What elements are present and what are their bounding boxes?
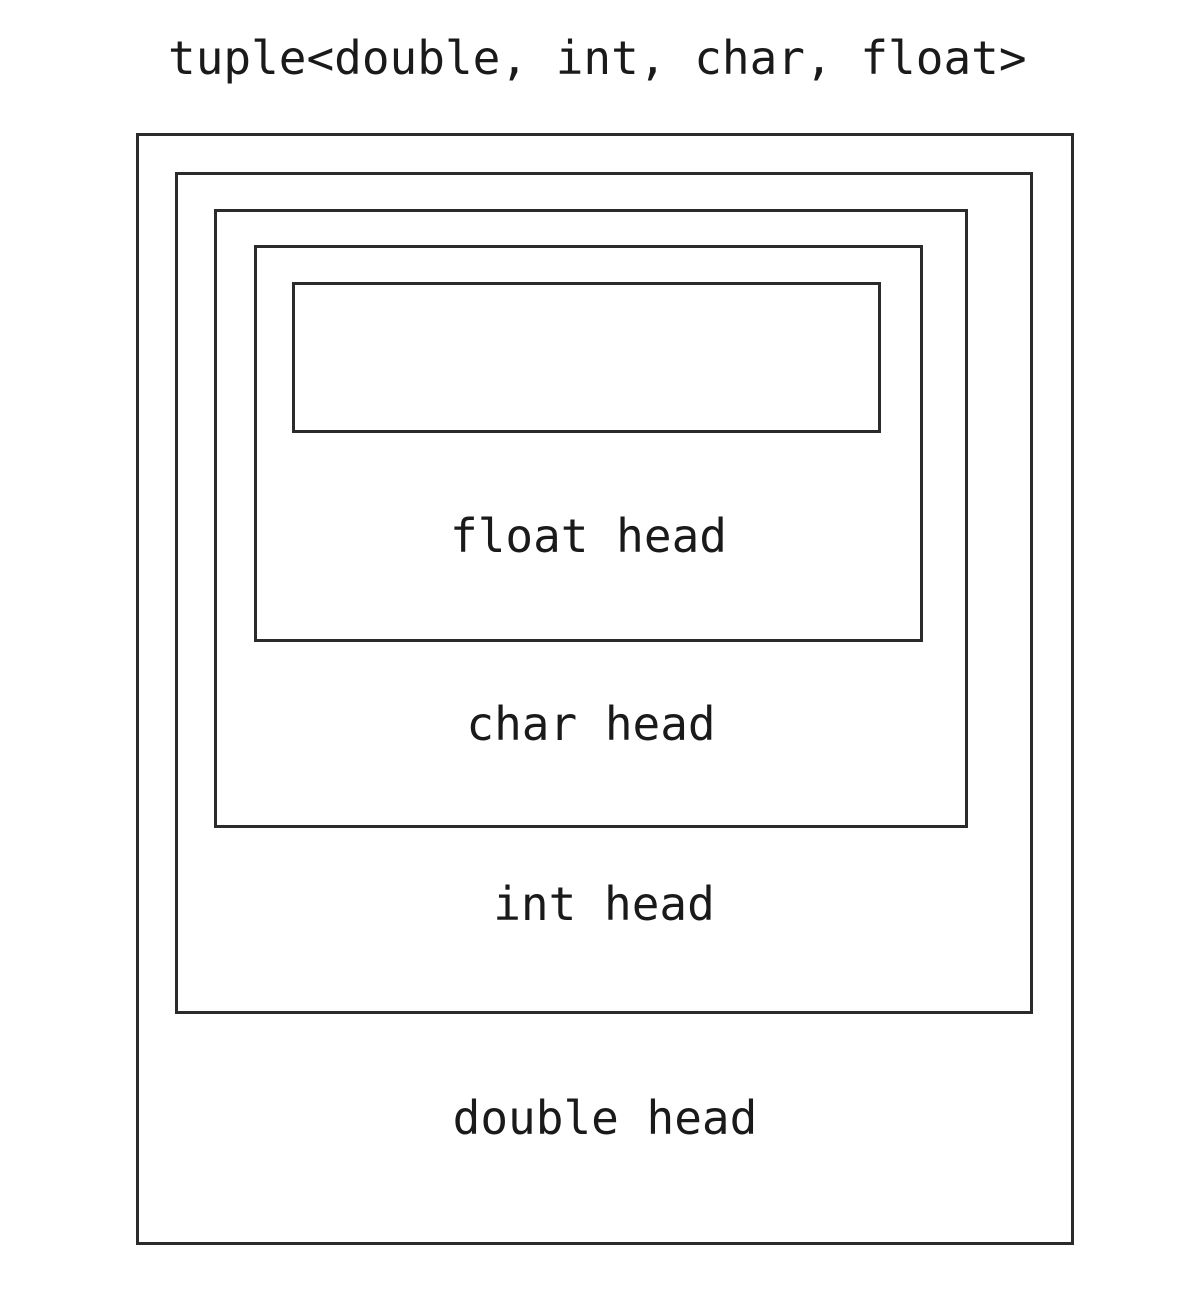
int-layer-box (175, 172, 1033, 1014)
int-head-label: int head (493, 877, 715, 931)
char-layer-box (214, 209, 968, 828)
float-head-label: float head (450, 509, 727, 563)
double-head-label: double head (452, 1091, 758, 1145)
empty-innermost-box (292, 282, 881, 433)
diagram-title: tuple<double, int, char, float> (168, 31, 1027, 85)
char-head-label: char head (466, 697, 716, 751)
float-layer-box (254, 245, 923, 642)
double-layer-box (136, 133, 1074, 1245)
